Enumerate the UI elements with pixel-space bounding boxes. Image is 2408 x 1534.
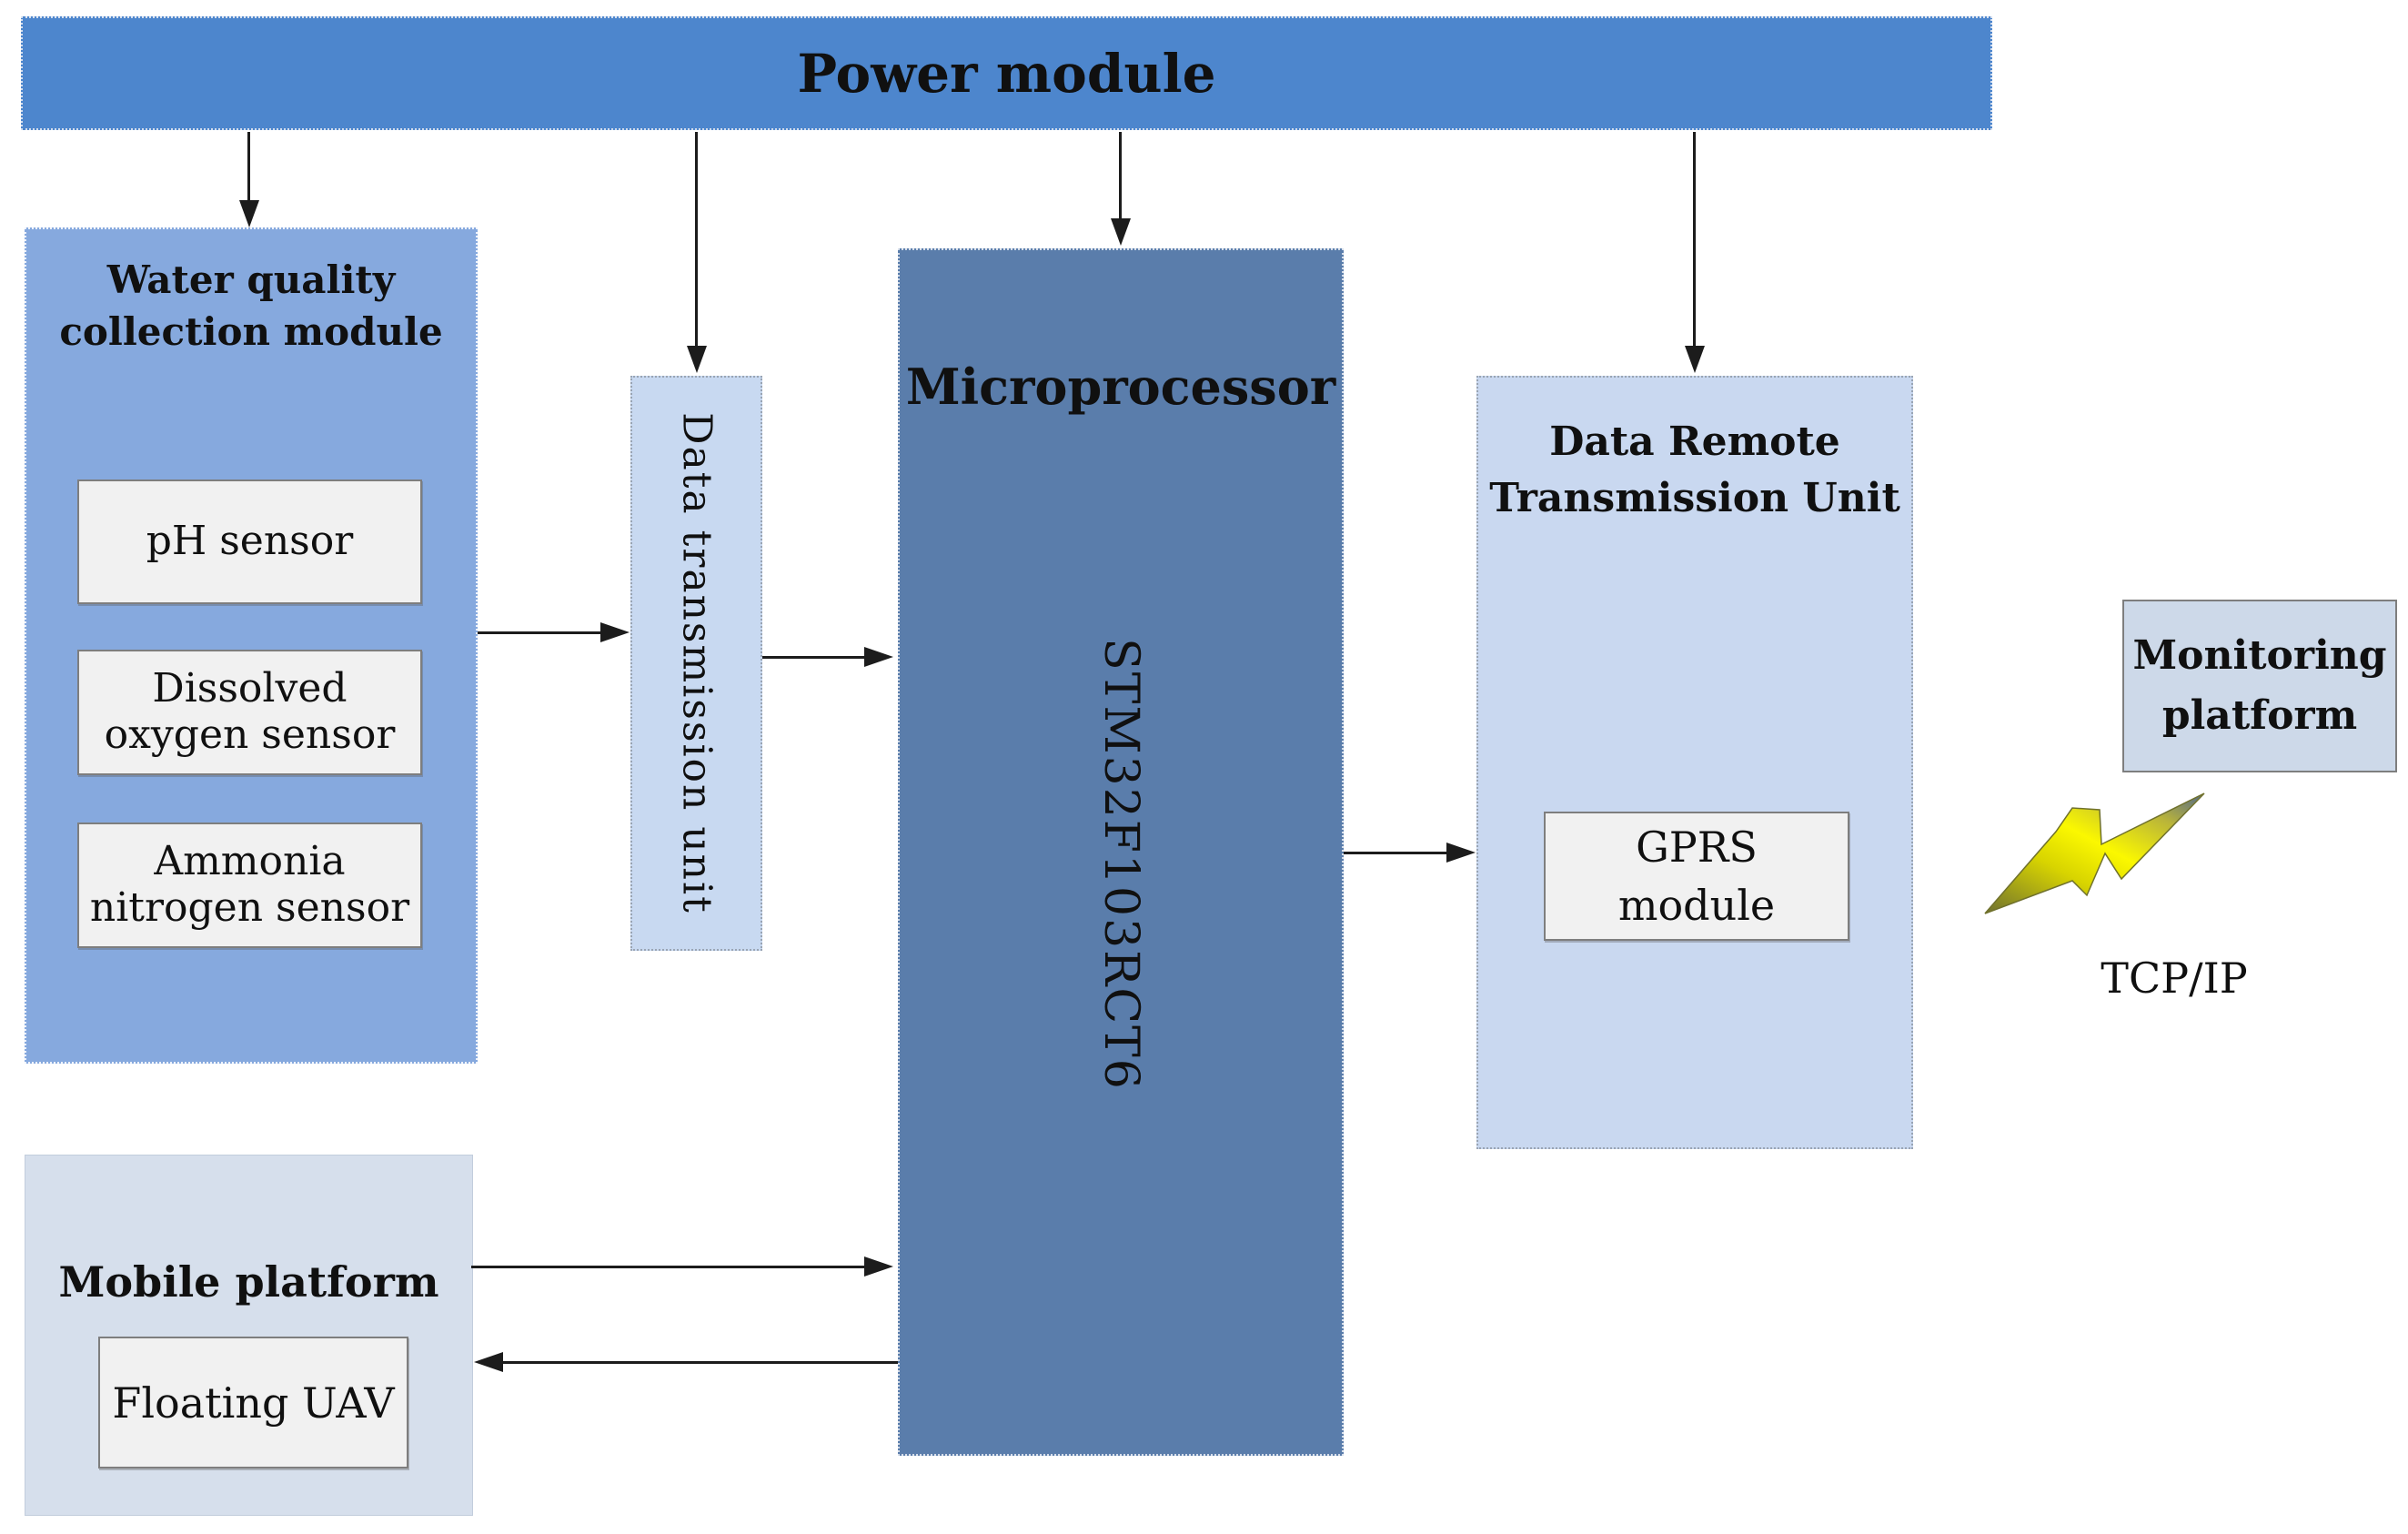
arrow-head [864, 647, 893, 667]
arrow-head [1685, 346, 1705, 373]
arrow-line [1119, 132, 1122, 221]
tcp-ip-label: TCP/IP [2101, 954, 2248, 1003]
arrow-line [762, 656, 866, 659]
lightning-bolt-icon [1984, 792, 2205, 914]
power-module-label: Power module [797, 42, 1216, 105]
data-transmission-unit-block: Data transmission unit [630, 376, 762, 951]
arrow-line [502, 1361, 898, 1364]
arrow-head [239, 200, 259, 227]
gprs-module-label: GPRS module [1617, 822, 1776, 930]
data-remote-transmission-unit-title: Data Remote Transmission Unit [1489, 419, 1900, 521]
arrow-head [687, 346, 707, 373]
power-module-block: Power module [21, 16, 1992, 130]
mobile-platform-title: Mobile platform [58, 1257, 439, 1307]
arrow-line [247, 132, 250, 203]
dissolved-oxygen-sensor-box: Dissolved oxygen sensor [77, 650, 422, 775]
mobile-platform-block: Mobile platform Floating UAV [25, 1155, 473, 1516]
microprocessor-block: Microprocessor STM32F103RCT6 [898, 248, 1344, 1456]
arrow-line [471, 1266, 866, 1268]
arrow-line [1693, 132, 1696, 348]
ammonia-nitrogen-sensor-box: Ammonia nitrogen sensor [77, 823, 422, 948]
water-quality-title: Water quality collection module [59, 257, 443, 354]
gprs-module-box: GPRS module [1544, 812, 1849, 941]
arrow-head [1446, 843, 1476, 863]
monitoring-platform-label: Monitoring platform [2132, 632, 2387, 739]
water-quality-collection-module-block: Water quality collection module pH senso… [25, 227, 478, 1064]
arrow-line [695, 132, 698, 348]
ph-sensor-box: pH sensor [77, 479, 422, 604]
arrow-head [864, 1256, 893, 1277]
ammonia-nitrogen-sensor-label: Ammonia nitrogen sensor [89, 838, 410, 931]
arrow-line [478, 631, 602, 634]
microprocessor-chip-label: STM32F103RCT6 [1093, 637, 1148, 1091]
data-transmission-unit-label: Data transmission unit [673, 412, 720, 914]
ph-sensor-label: pH sensor [146, 518, 354, 565]
arrow-head [600, 622, 630, 642]
arrow-head [1111, 218, 1131, 246]
data-remote-transmission-unit-block: Data Remote Transmission Unit GPRS modul… [1476, 376, 1913, 1149]
floating-uav-label: Floating UAV [112, 1378, 395, 1428]
microprocessor-title: Microprocessor [905, 358, 1336, 416]
arrow-line [1344, 852, 1448, 854]
arrow-head [474, 1352, 503, 1372]
monitoring-platform-block: Monitoring platform [2122, 600, 2397, 772]
dissolved-oxygen-sensor-label: Dissolved oxygen sensor [104, 665, 396, 758]
floating-uav-box: Floating UAV [98, 1337, 408, 1468]
